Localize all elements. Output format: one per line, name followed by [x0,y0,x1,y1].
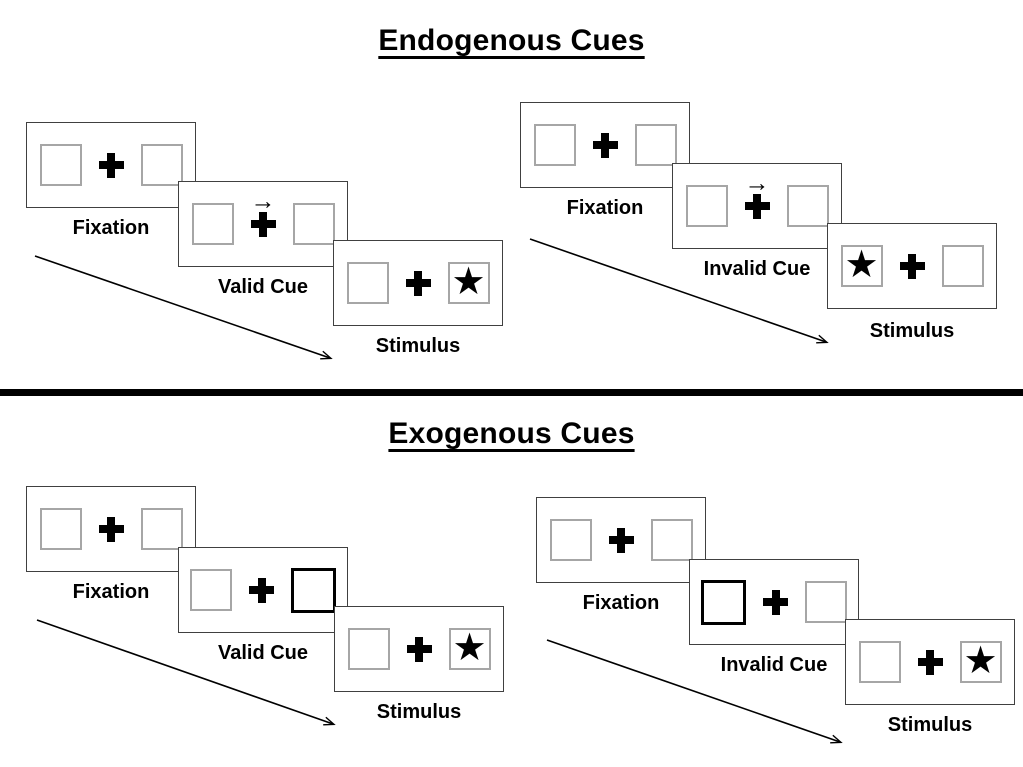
step-label: Invalid Cue [720,654,828,676]
left-box-cue-highlight [701,579,746,625]
right-box: ★ [448,627,491,670]
step-label: Stimulus [869,320,955,342]
fixation-cross-icon: → [250,188,276,237]
left-box [39,144,82,186]
right-box [805,581,847,623]
fixation-cross-icon [763,589,788,615]
step-label: Stimulus [887,714,973,736]
step-label: Valid Cue [217,642,309,664]
fixation-cross-icon [917,649,943,675]
right-box [786,185,829,227]
right-box [140,144,183,186]
exo-valid-cue-screen [178,547,348,633]
left-box [533,124,576,166]
right-box [140,508,183,550]
endo-invalid-stimulus-screen: ★ [827,223,997,309]
exo-invalid-stimulus-screen: ★ [845,619,1015,705]
step-label: Fixation [72,217,150,239]
left-box [347,628,390,670]
step-label: Stimulus [375,335,461,357]
endo-valid-cue-screen: → [178,181,348,267]
star-icon: ★ [452,627,487,669]
fixation-cross-icon [98,152,124,178]
star-icon: ★ [844,244,879,286]
fixation-cross-icon [592,132,618,158]
endo-valid-fixation-screen [26,122,196,208]
endo-valid-stimulus-screen: ★ [333,240,503,326]
step-label: Fixation [582,592,660,614]
right-arrow-icon: → [250,186,276,215]
star-icon: ★ [451,261,486,303]
left-box [549,519,592,561]
fixation-cross-icon [608,527,634,553]
section-divider [0,389,1023,396]
right-box: ★ [959,640,1002,683]
exo-invalid-cue-screen [689,559,859,645]
fixation-cross-icon [405,270,431,296]
left-box [346,262,389,304]
left-box [190,569,232,611]
fixation-cross-icon [406,636,432,662]
fixation-cross-icon [98,516,124,542]
exogenous-section-title: Exogenous Cues [388,417,635,450]
left-box [858,641,901,683]
diagonal-timeline-arrow [529,238,829,344]
exo-valid-stimulus-screen: ★ [334,606,504,692]
star-icon: ★ [963,640,998,682]
endo-invalid-cue-screen: → [672,163,842,249]
right-box [650,519,693,561]
right-box-cue-highlight [291,567,336,613]
step-label: Valid Cue [217,276,309,298]
diagonal-timeline-arrow [34,255,333,360]
fixation-cross-icon [249,577,274,603]
endogenous-section-title: Endogenous Cues [378,24,645,57]
endo-invalid-fixation-screen [520,102,690,188]
exo-invalid-fixation-screen [536,497,706,583]
fixation-cross-icon [899,253,925,279]
right-box [292,203,335,245]
step-label: Invalid Cue [703,258,811,280]
right-box [634,124,677,166]
left-box [191,203,234,245]
step-label: Fixation [72,581,150,603]
left-box: ★ [840,244,883,287]
left-box [39,508,82,550]
right-box: ★ [447,261,490,304]
step-label: Stimulus [376,701,462,723]
right-arrow-icon: → [744,168,770,197]
right-box [941,245,984,287]
diagonal-timeline-arrow [36,619,336,726]
fixation-cross-icon: → [744,170,770,219]
left-box [685,185,728,227]
exo-valid-fixation-screen [26,486,196,572]
step-label: Fixation [566,197,644,219]
